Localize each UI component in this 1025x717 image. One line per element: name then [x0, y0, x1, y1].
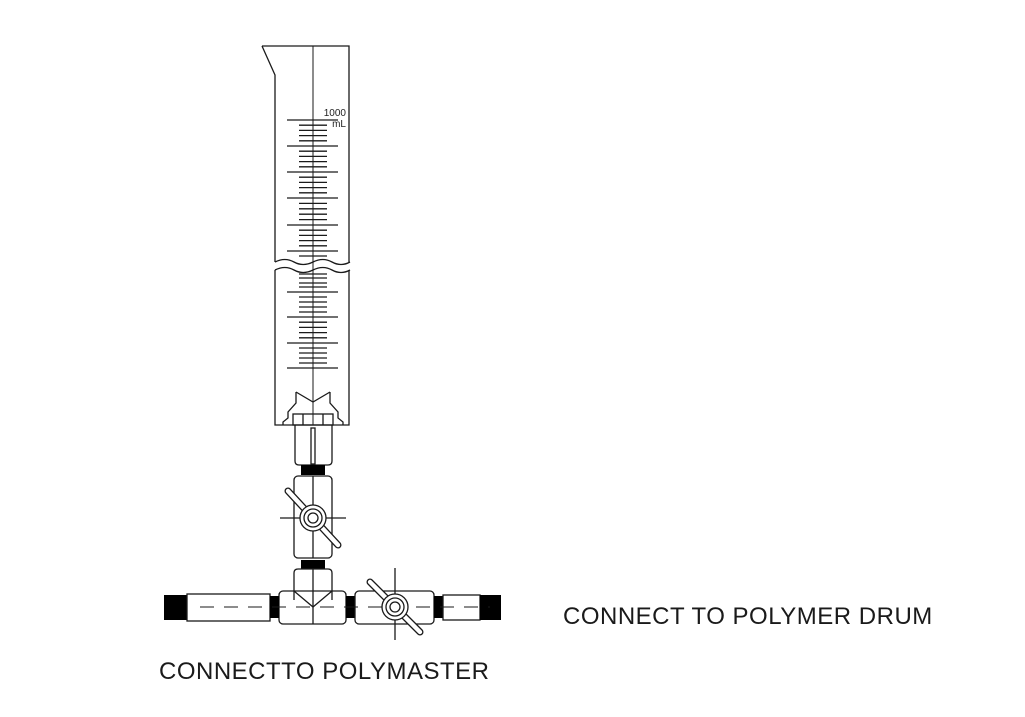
- capacity-unit: mL: [332, 119, 346, 130]
- polymaster-connection-label: CONNECTTO POLYMASTER: [159, 658, 490, 685]
- graduation-ticks: [287, 119, 338, 369]
- tee-fitting: [278, 568, 347, 625]
- capacity-value: 1000: [323, 108, 346, 119]
- capacity-label: 1000 mL: [316, 108, 346, 130]
- polymer-drum-connection-label: CONNECT TO POLYMER DRUM: [563, 603, 933, 630]
- vertical-valve[interactable]: [280, 475, 346, 569]
- sight-tube: [294, 425, 333, 475]
- horizontal-line: [164, 590, 501, 625]
- horizontal-valve[interactable]: [366, 568, 424, 640]
- graduated-cylinder: [261, 45, 351, 426]
- cylinder-base-fitting: [282, 391, 344, 425]
